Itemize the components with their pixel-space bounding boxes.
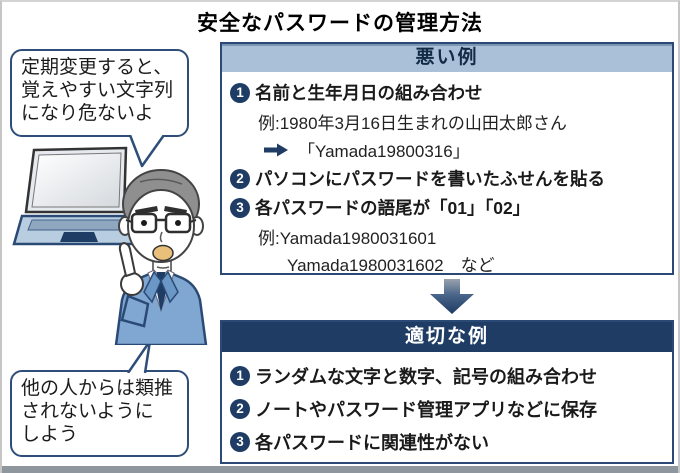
number-badge-3: 3 xyxy=(230,197,250,218)
laptop-icon xyxy=(12,146,144,246)
good-examples-header: 適切な例 xyxy=(222,322,672,352)
page-title: 安全なパスワードの管理方法 xyxy=(197,12,483,35)
bad-examples-header: 悪い例 xyxy=(222,44,672,72)
speech-bubble-top: 定期変更すると、 覚えやすい文字列 になり危ないよ xyxy=(10,49,189,137)
good-item-1: 1 ランダムな文字と数字、記号の組み合わせ xyxy=(230,363,664,389)
bad-item-1: 1 名前と生年月日の組み合わせ xyxy=(230,80,664,105)
speech-bubble-bottom-line: しよう xyxy=(21,424,79,446)
bad-item-3-example2: Yamada1980031602 など xyxy=(287,256,495,275)
bad-examples-box: 悪い例 1 名前と生年月日の組み合わせ 例:1980年3月16日生まれの山田太郎… xyxy=(220,42,674,275)
number-badge-3: 3 xyxy=(230,432,250,452)
good-item-3-text: 各パスワードに関連性がない xyxy=(255,433,489,453)
bad-item-3-text: 各パスワードの語尾が「01」「02」 xyxy=(255,198,531,218)
pointing-man-icon xyxy=(114,169,208,345)
speech-bubble-top-line: になり危ないよ xyxy=(21,103,154,125)
number-badge-1: 1 xyxy=(230,366,250,386)
bottom-border-strip xyxy=(2,466,678,473)
good-examples-box: 適切な例 1 ランダムな文字と数字、記号の組み合わせ 2 ノートやパスワード管理… xyxy=(220,320,674,464)
speech-bubble-bottom-line: されないように xyxy=(21,401,154,423)
good-item-2: 2 ノートやパスワード管理アプリなどに保存 xyxy=(230,396,664,422)
bad-item-3: 3 各パスワードの語尾が「01」「02」 xyxy=(230,195,664,220)
good-item-3: 3 各パスワードに関連性がない xyxy=(230,429,664,455)
speech-bubble-top-tail xyxy=(128,135,166,168)
speech-bubble-bottom: 他の人からは類推 されないように しよう xyxy=(10,370,189,457)
bad-item-1-example: 例:1980年3月16日生まれの山田太郎さん xyxy=(258,114,567,133)
bad-item-1-text: 名前と生年月日の組み合わせ xyxy=(255,83,483,103)
speech-bubble-top-line: 定期変更すると、 xyxy=(21,57,173,78)
bad-item-3-example1: 例:Yamada1980031601 xyxy=(258,229,437,248)
bad-item-2-text: パソコンにパスワードを書いたふせんを貼る xyxy=(255,169,605,189)
bad-item-1-result-text: 「Yamada19800316」 xyxy=(298,142,470,161)
speech-bubble-bottom-line: 他の人からは類推 xyxy=(21,378,174,399)
bad-item-2: 2 パソコンにパスワードを書いたふせんを貼る xyxy=(230,166,664,191)
number-badge-1: 1 xyxy=(230,82,250,103)
good-item-2-text: ノートやパスワード管理アプリなどに保存 xyxy=(255,400,597,420)
bad-item-1-result: 「Yamada19800316」 xyxy=(264,137,664,162)
number-badge-2: 2 xyxy=(230,168,250,189)
number-badge-2: 2 xyxy=(230,399,250,419)
right-arrow-icon xyxy=(264,143,288,156)
down-arrow-icon xyxy=(430,279,474,314)
good-item-1-text: ランダムな文字と数字、記号の組み合わせ xyxy=(255,367,597,387)
speech-bubble-top-line: 覚えやすい文字列 xyxy=(21,80,174,102)
